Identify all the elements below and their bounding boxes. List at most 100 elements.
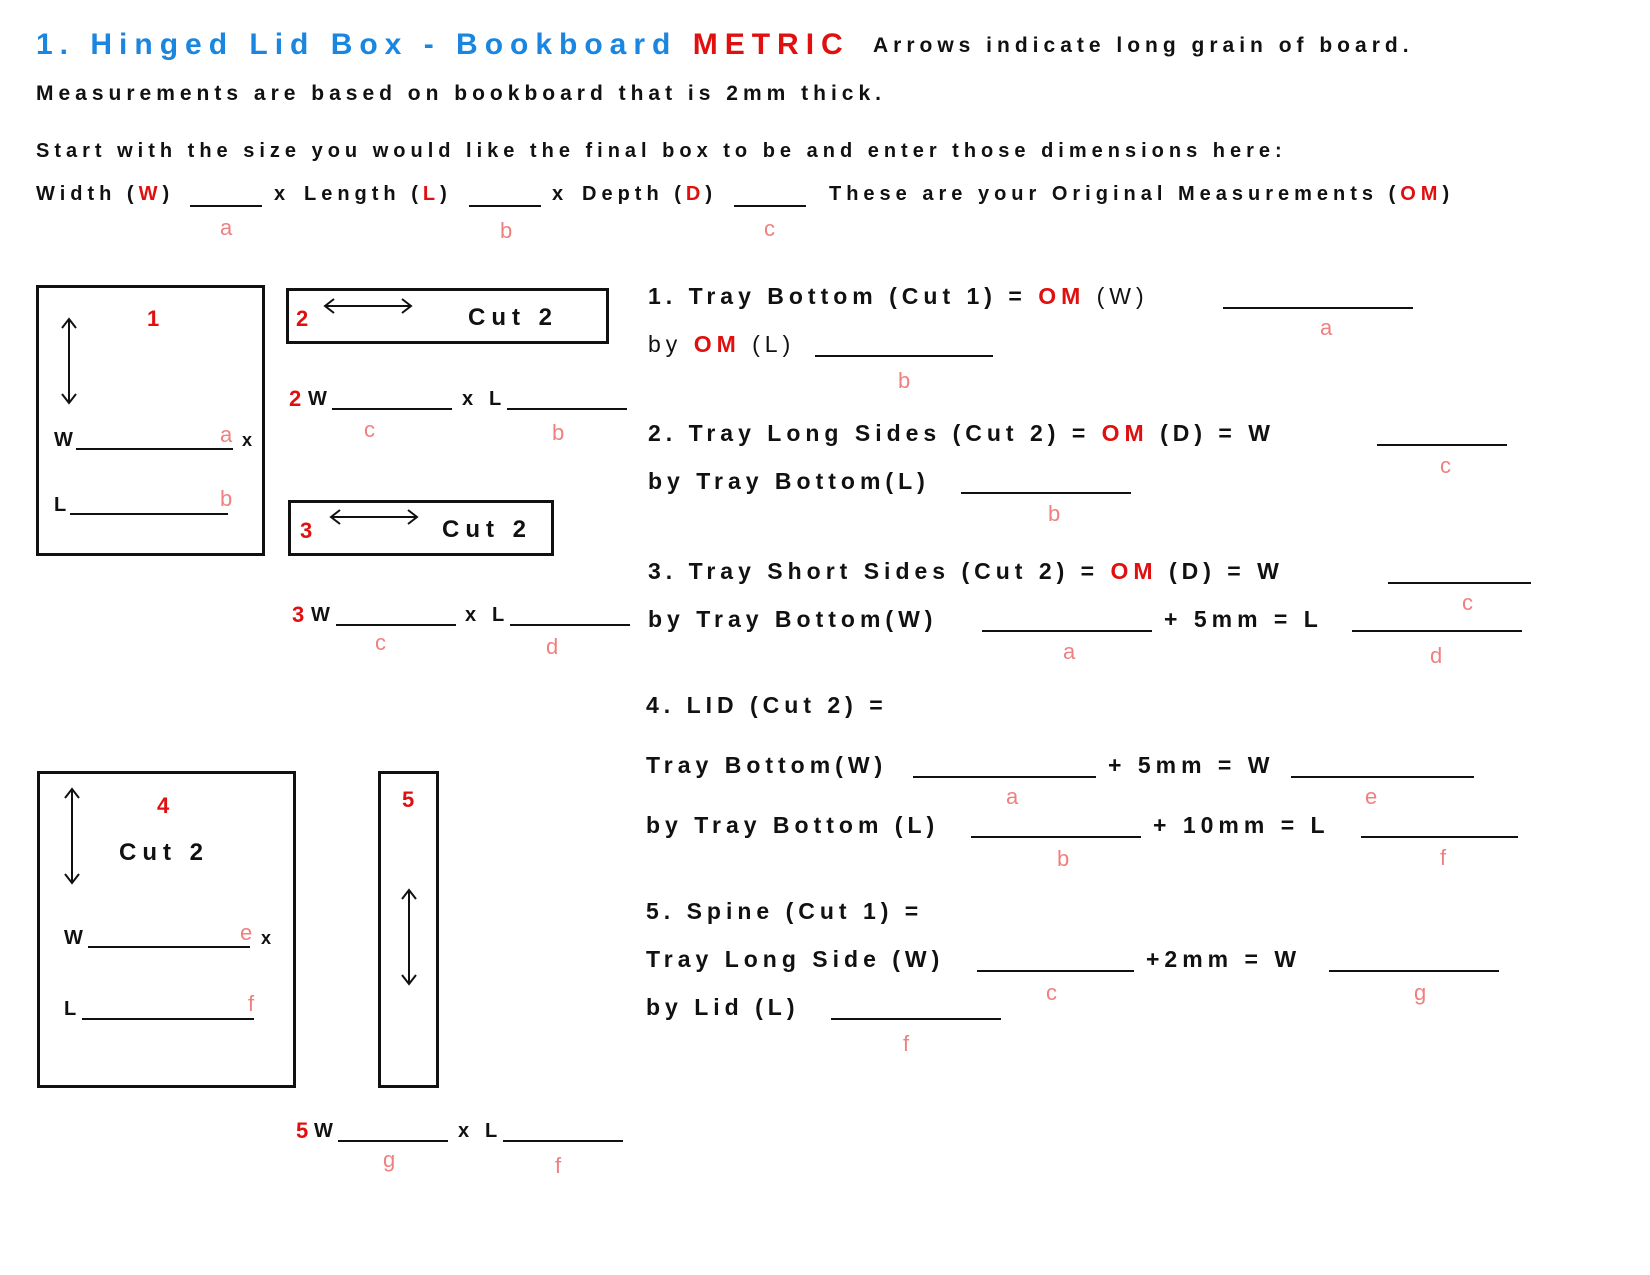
piece-5-l-line[interactable] [503, 1140, 623, 1142]
grain-arrow-icon [64, 787, 80, 885]
step-3-line-1: 3. Tray Short Sides (Cut 2) = OM (D) = W [648, 558, 1284, 584]
piece-2-w-label: W [308, 388, 328, 410]
instructions: Start with the size you would like the f… [36, 140, 1287, 162]
piece-5-l-key: f [555, 1153, 562, 1178]
times-2: x [552, 183, 569, 205]
piece-4-w-label: W [64, 927, 84, 949]
piece-2-number: 2 [296, 306, 309, 331]
step-2-l-line[interactable] [961, 492, 1131, 494]
step-2-key-b: b [1048, 501, 1061, 526]
piece-5-times: x [458, 1120, 471, 1142]
page-title: 1. Hinged Lid Box - Bookboard METRIC [36, 28, 850, 62]
key-a: a [220, 215, 233, 240]
step-1-key-b: b [898, 368, 911, 393]
step-1-w-line[interactable] [1223, 307, 1413, 309]
piece-5-w-key: g [383, 1147, 396, 1172]
step-5-key-f: f [903, 1031, 910, 1056]
step-5-line-2: by Lid (L) [646, 994, 800, 1020]
step-5-heading: 5. Spine (Cut 1) = [646, 898, 924, 924]
step-3-plus-5mm: + 5mm = L [1164, 606, 1323, 632]
piece-5-w-label: W [314, 1120, 334, 1142]
piece-3-l-key: d [546, 634, 559, 659]
step-4-plus-5mm: + 5mm = W [1108, 752, 1275, 778]
step-4-bottom-l-line[interactable] [971, 836, 1141, 838]
step-2-line-2: by Tray Bottom(L) [648, 468, 930, 494]
piece-3-cut-label: Cut 2 [442, 516, 532, 543]
piece-5-diagram [378, 771, 439, 1088]
step-1-line-1: 1. Tray Bottom (Cut 1) = OM (W) [648, 283, 1149, 309]
piece-3-w-line[interactable] [336, 624, 456, 626]
piece-2-cut-label: Cut 2 [468, 304, 558, 331]
step-1-line-2: by OM (L) [648, 331, 796, 357]
length-label: Length (L) [304, 183, 452, 205]
grain-arrow-icon [323, 298, 413, 314]
piece-2-l-line[interactable] [507, 408, 627, 410]
width-label: Width (W) [36, 183, 175, 205]
step-4-bottom-w-line[interactable] [913, 776, 1096, 778]
step-4-w-line[interactable] [1291, 776, 1474, 778]
piece-4-l-label: L [64, 998, 78, 1020]
piece-1-l-line[interactable] [70, 513, 228, 515]
step-4-key-b: b [1057, 846, 1070, 871]
step-3-l-line[interactable] [1352, 630, 1522, 632]
step-5-key-c: c [1046, 980, 1057, 1005]
piece-1-number: 1 [147, 306, 160, 331]
piece-2-l-label: L [489, 388, 503, 410]
title-metric: METRIC [692, 28, 850, 61]
piece-4-times: x [261, 928, 273, 948]
key-c: c [764, 216, 775, 241]
step-3-bottom-w-line[interactable] [982, 630, 1152, 632]
width-input-line[interactable] [190, 205, 262, 207]
piece-5-w-line[interactable] [338, 1140, 448, 1142]
step-4-line-1: Tray Bottom(W) [646, 752, 888, 778]
piece-2-w-key: c [364, 417, 375, 442]
step-3-key-a: a [1063, 639, 1076, 664]
length-input-line[interactable] [469, 205, 541, 207]
step-3-line-2: by Tray Bottom(W) [648, 606, 938, 632]
step-1-key-a: a [1320, 315, 1333, 340]
piece-1-diagram [36, 285, 265, 556]
step-4-heading: 4. LID (Cut 2) = [646, 692, 888, 718]
piece-1-l-label: L [54, 494, 68, 516]
piece-4-diagram [37, 771, 296, 1088]
step-4-key-f: f [1440, 845, 1447, 870]
step-5-lid-l-line[interactable] [831, 1018, 1001, 1020]
key-b: b [500, 218, 513, 243]
piece-3-l-label: L [492, 604, 506, 626]
piece-1-w-line[interactable] [76, 448, 233, 450]
step-5-w-line[interactable] [1329, 970, 1499, 972]
piece-1-times: x [242, 430, 254, 450]
original-measurements-note: These are your Original Measurements (OM… [829, 183, 1455, 205]
step-2-line-1: 2. Tray Long Sides (Cut 2) = OM (D) = W [648, 420, 1275, 446]
piece-5-num-label: 5 [296, 1118, 309, 1143]
piece-4-w-key: e [240, 920, 253, 945]
step-4-key-e: e [1365, 784, 1378, 809]
depth-input-line[interactable] [734, 205, 806, 207]
piece-4-l-key: f [248, 991, 255, 1016]
step-5-plus-2mm: +2mm = W [1146, 946, 1302, 972]
title-main: Hinged Lid Box - Bookboard [90, 28, 678, 61]
step-5-long-side-line[interactable] [977, 970, 1134, 972]
step-2-w-line[interactable] [1377, 444, 1507, 446]
piece-3-l-line[interactable] [510, 624, 630, 626]
thickness-note: Measurements are based on bookboard that… [36, 82, 886, 105]
piece-1-l-key: b [220, 486, 233, 511]
piece-4-w-line[interactable] [88, 946, 250, 948]
step-1-l-line[interactable] [815, 355, 993, 357]
piece-4-l-line[interactable] [82, 1018, 254, 1020]
step-3-key-c: c [1462, 590, 1473, 615]
step-4-key-a: a [1006, 784, 1019, 809]
piece-2-diagram [286, 288, 609, 344]
step-4-l-line[interactable] [1361, 836, 1518, 838]
step-4-line-2: by Tray Bottom (L) [646, 812, 940, 838]
step-3-w-line[interactable] [1388, 582, 1531, 584]
piece-2-w-line[interactable] [332, 408, 452, 410]
grain-arrow-icon [61, 317, 77, 405]
piece-5-l-label: L [485, 1120, 499, 1142]
depth-label: Depth (D) [582, 183, 718, 205]
piece-1-w-label: W [54, 429, 74, 451]
piece-3-w-label: W [311, 604, 331, 626]
step-2-key-c: c [1440, 453, 1451, 478]
piece-2-l-key: b [552, 420, 565, 445]
piece-5-number: 5 [402, 787, 415, 812]
